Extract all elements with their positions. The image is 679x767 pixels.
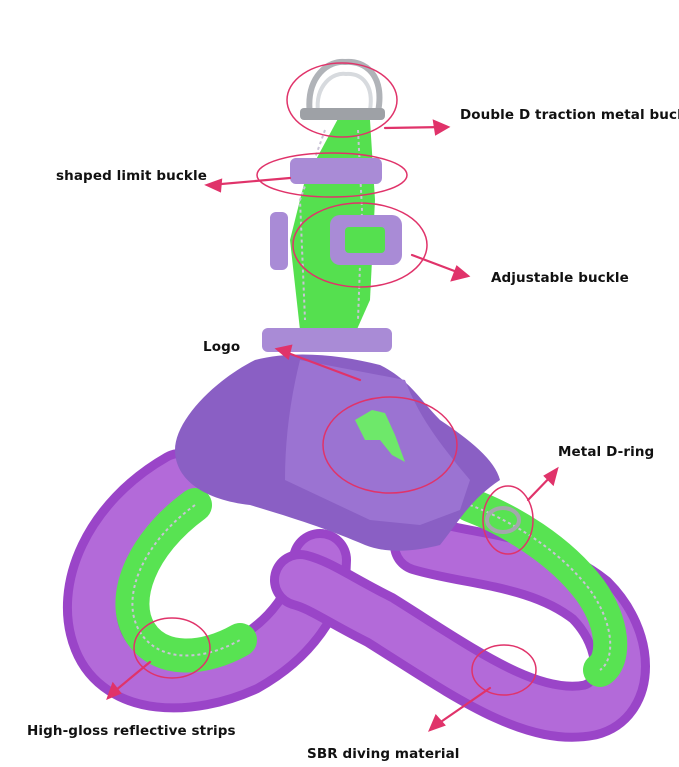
top-clip	[262, 328, 392, 352]
callout-arrows	[106, 119, 559, 732]
metal-d-ring	[485, 506, 521, 534]
label-metal-d-ring: Metal D-ring	[558, 444, 655, 460]
adjustable-buckle	[270, 212, 402, 270]
label-double-d-buckle: Double D traction metal buckle	[460, 107, 679, 123]
right-leg-loop	[270, 488, 650, 742]
label-logo: Logo	[203, 339, 241, 355]
label-shaped-limit-buckle: shaped limit buckle	[56, 168, 207, 184]
dog-logo	[355, 410, 405, 462]
double-d-buckle	[300, 58, 385, 120]
label-sbr-material: SBR diving material	[307, 746, 460, 762]
callout-circles	[133, 62, 537, 696]
limit-buckle	[290, 158, 382, 184]
label-reflective-strips: High-gloss reflective strips	[27, 723, 236, 739]
chest-plate	[175, 354, 500, 551]
label-adjustable-buckle: Adjustable buckle	[491, 270, 629, 286]
